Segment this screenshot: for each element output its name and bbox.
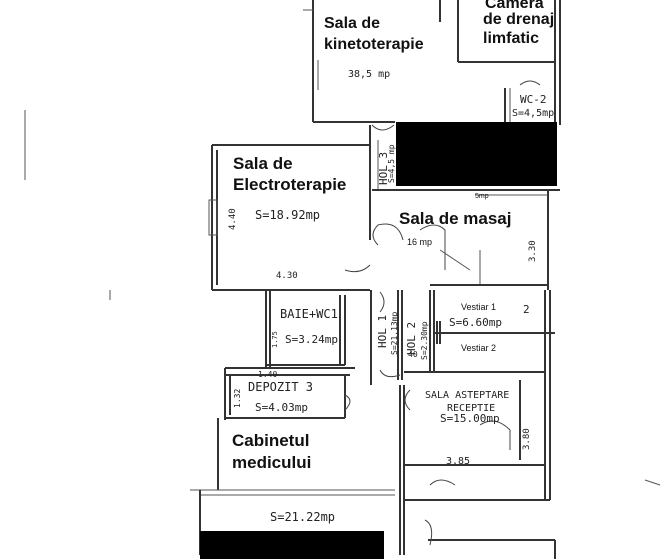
masaj-title: Sala de masaj bbox=[399, 209, 511, 228]
wc2-label: WC-2 bbox=[520, 93, 547, 106]
hol1-label: HOL 1 bbox=[376, 315, 389, 348]
hol3-area: S=4,5 mp bbox=[387, 144, 396, 183]
drenaj-title-3: limfatic bbox=[483, 30, 539, 47]
drenaj-title-2: de drenaj bbox=[483, 11, 554, 28]
doors bbox=[344, 80, 548, 546]
dim-132: 1.32 bbox=[233, 389, 242, 408]
kineto-title-1: Sala de bbox=[324, 15, 380, 32]
five-mp: 5mp bbox=[475, 193, 489, 200]
vestiar2-label: Vestiar 2 bbox=[461, 343, 496, 353]
masaj-area: 16 mp bbox=[407, 237, 432, 247]
walls bbox=[24, 0, 661, 559]
dim-330: 3.30 bbox=[528, 240, 538, 262]
asteptare-title-1: SALA ASTEPTARE bbox=[425, 390, 509, 401]
vestiar1-label: Vestiar 1 bbox=[461, 302, 496, 312]
dim-430: 4.30 bbox=[276, 271, 298, 281]
cabinet-area: S=21.22mp bbox=[270, 510, 335, 524]
baie-label: BAIE+WC1 bbox=[280, 307, 338, 321]
depozit-area: S=4.03mp bbox=[255, 401, 308, 414]
hol2-label: HOL 2 bbox=[405, 322, 418, 355]
hol1-area: S=21.13mp bbox=[390, 311, 399, 355]
hol3-label: HOL 3 bbox=[377, 152, 390, 185]
hol2-area: S=2.30mp bbox=[420, 321, 429, 360]
depozit-label: DEPOZIT 3 bbox=[248, 380, 313, 394]
dim-380: 3.80 bbox=[522, 428, 532, 450]
electro-title-1: Sala de bbox=[233, 154, 293, 173]
electro-title-2: Electroterapie bbox=[233, 175, 346, 194]
cabinet-title-2: medicului bbox=[232, 453, 311, 472]
redaction-block-top bbox=[396, 122, 557, 186]
cabinet-title-1: Cabinetul bbox=[232, 431, 309, 450]
asteptare-title-2: RECEPTIE bbox=[447, 403, 495, 414]
dim-140: 1.40 bbox=[258, 370, 277, 379]
dim-440: 4.40 bbox=[228, 208, 238, 230]
asteptare-area: S=15.00mp bbox=[440, 412, 500, 425]
vestiar-area: S=6.60mp bbox=[449, 316, 502, 329]
baie-area: S=3.24mp bbox=[285, 333, 338, 346]
drenaj-title-1: Camera bbox=[485, 0, 544, 12]
kineto-area: 38,5 mp bbox=[348, 69, 390, 80]
redaction-block-bottom bbox=[200, 531, 384, 559]
vestiar-number: 2 bbox=[523, 303, 530, 316]
kineto-title-2: kinetoterapie bbox=[324, 36, 424, 53]
dim-40: 40 bbox=[408, 350, 418, 359]
dim-385: 3.85 bbox=[446, 456, 470, 467]
dim-175: 1.75 bbox=[271, 331, 279, 348]
wc2-area: S=4,5mp bbox=[512, 108, 554, 119]
electro-area: S=18.92mp bbox=[255, 208, 320, 222]
